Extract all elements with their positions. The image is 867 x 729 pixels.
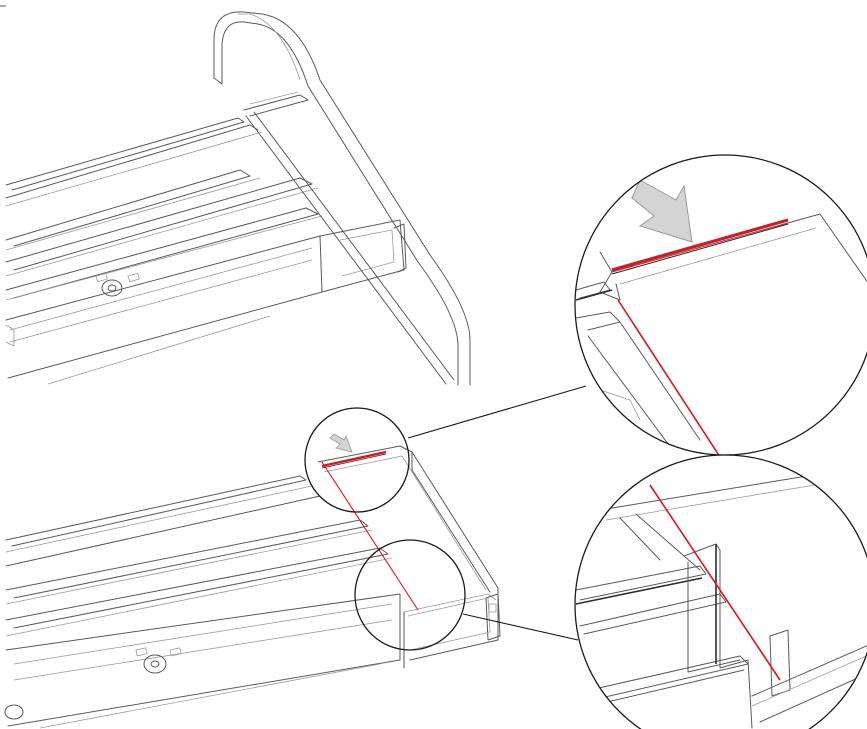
zoom-panel-3 [687, 561, 741, 673]
zoom-rail-6 [599, 389, 641, 421]
zoom-alignment-line [617, 299, 723, 455]
rail-top-5 [249, 91, 299, 105]
zoom-bracket [769, 629, 791, 697]
end-cap [393, 223, 407, 273]
before-view [5, 11, 471, 386]
end-plate-inner [339, 229, 395, 277]
zoom-bar-5 [589, 669, 745, 707]
slot-1 [95, 272, 108, 283]
rail-top-3 [5, 131, 263, 207]
after-view [4, 433, 501, 729]
zoom-edge-shadow [611, 223, 789, 275]
lid-side [411, 451, 491, 593]
rail-b-4 [5, 519, 369, 599]
edge-highlight [321, 450, 387, 468]
zoom-panel-1 [683, 543, 753, 729]
rail-b-9 [13, 603, 393, 665]
rail-top-2 [5, 124, 259, 199]
zoom-rail-4 [587, 321, 621, 331]
zoom-post [599, 251, 613, 273]
zoom-b-lid-3 [619, 517, 661, 561]
lid-inner [323, 455, 487, 591]
rail-b-1 [5, 475, 307, 547]
rail-mid-2 [5, 177, 261, 251]
detail-zoom-bottom [574, 454, 867, 729]
zoom-lid-edge [611, 213, 867, 455]
slot-2 [127, 272, 140, 283]
rail-mid-3 [5, 177, 313, 271]
zoom-bar-4 [589, 655, 749, 701]
zoom-bar-1 [575, 565, 707, 601]
rail-b-2 [5, 485, 313, 553]
lid-outline [317, 445, 499, 661]
zoom-bar-2 [575, 577, 703, 605]
rail-b-10 [13, 619, 393, 681]
lid-base [403, 593, 497, 613]
slot-3 [135, 647, 148, 657]
zoom-lid-inner [619, 227, 817, 285]
screw-icon [143, 654, 167, 674]
zoom-rail-3 [575, 311, 701, 441]
rail-mid-4 [5, 187, 319, 277]
rail-low-5 [9, 259, 313, 343]
end-bracket [485, 593, 501, 641]
edge-highlight-shadow [321, 453, 387, 469]
handle-cap [213, 77, 223, 85]
rail-b-5 [5, 529, 373, 605]
zoom-rail-2 [575, 289, 613, 301]
rail-mid-1 [5, 169, 251, 247]
down-right-arrow-icon [329, 433, 353, 453]
leader-top [407, 385, 587, 439]
screw-icon [101, 279, 123, 297]
callout-bottom-edge [354, 539, 466, 651]
diagonal-rod [245, 111, 455, 385]
rail-low-3 [5, 235, 323, 379]
callout-top-edge [304, 407, 410, 513]
rail-low-2 [5, 215, 323, 301]
handle-outer [213, 11, 471, 386]
bottom-edge-b [39, 663, 381, 729]
zoom-rail-5 [587, 335, 681, 455]
leader-bottom [462, 613, 579, 641]
zoom-b-lid-4 [635, 513, 701, 571]
screw-icon [4, 704, 24, 720]
zoom-floor-1 [751, 639, 867, 697]
zoom-b-alignment-line [649, 484, 781, 681]
rail-low-1 [5, 207, 319, 299]
detail-zoom-top [574, 154, 867, 456]
left-clip [5, 324, 15, 347]
rail-top-1 [5, 117, 245, 191]
rail-b-3 [5, 495, 321, 567]
zoom-lid-corner [599, 271, 621, 301]
handle-face [238, 13, 301, 81]
zoom-bottom-frame [574, 454, 867, 729]
slot-4 [169, 647, 182, 657]
rail-b-7 [5, 557, 393, 637]
rail-top-4 [243, 94, 309, 117]
bracket-slot [488, 603, 497, 613]
rail-b-6 [5, 547, 389, 629]
rail-low-4 [9, 247, 313, 331]
handle-inner [221, 21, 459, 386]
rail-b-8 [5, 593, 401, 727]
bottom-edge [47, 315, 271, 385]
end-plate [319, 219, 405, 293]
down-right-arrow-icon [631, 179, 693, 243]
plate-shade [407, 597, 491, 651]
zoom-bar-3 [579, 593, 727, 635]
zoom-edge-highlight [611, 218, 789, 272]
alignment-line [321, 461, 419, 611]
zoom-floor-2 [751, 649, 867, 707]
